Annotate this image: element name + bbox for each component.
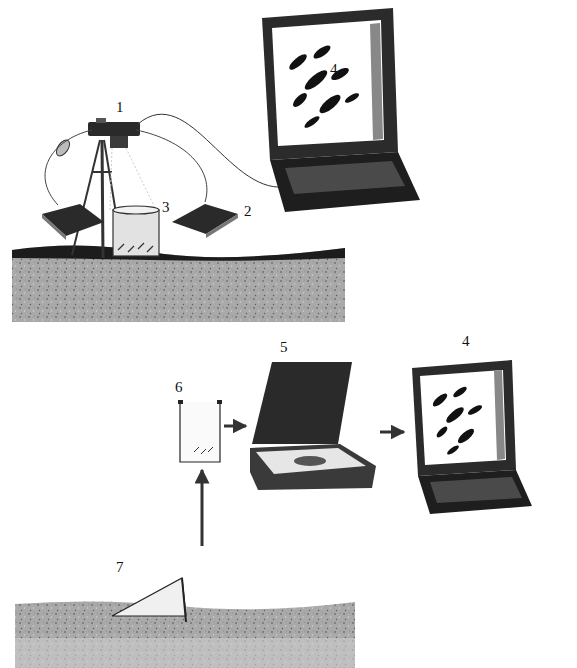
lamp xyxy=(172,204,238,234)
callout-number: 6 xyxy=(175,380,183,395)
flash-bulb xyxy=(54,138,73,158)
screen-blobs xyxy=(431,385,484,456)
laptop-base xyxy=(418,470,532,514)
camera-top xyxy=(96,118,106,123)
view-field xyxy=(110,148,156,210)
lab-setup xyxy=(15,360,532,668)
sampling-cylinder xyxy=(113,210,159,256)
data-cable xyxy=(138,114,290,187)
lamp-wire xyxy=(45,130,92,205)
callout-number: 4 xyxy=(330,62,338,77)
laptop xyxy=(262,8,420,212)
screen-blobs xyxy=(287,43,360,130)
camera-lens xyxy=(110,136,128,148)
soil-corer xyxy=(112,578,186,616)
screen-bar xyxy=(370,23,383,140)
callout-number: 2 xyxy=(244,204,252,219)
camera-body xyxy=(88,122,140,136)
laptop-screen xyxy=(272,20,384,146)
scanner-base xyxy=(250,444,376,490)
callout-number: 1 xyxy=(116,100,124,115)
scanner-lid xyxy=(252,362,352,444)
laptop-screen xyxy=(420,370,506,465)
cylinder-soil xyxy=(118,243,153,252)
flow-arrow xyxy=(201,470,204,546)
laptop-base xyxy=(270,152,420,212)
soil-layer xyxy=(15,638,355,668)
tripod-leg xyxy=(102,140,103,258)
laptop-screen-frame xyxy=(412,360,516,476)
callout-number: 7 xyxy=(116,560,124,575)
lamp-face xyxy=(206,214,238,238)
cylinder-rim xyxy=(113,206,159,214)
lamp xyxy=(42,204,104,236)
container-rim xyxy=(178,400,183,404)
scanned-sample xyxy=(294,456,326,466)
laptop-keyboard xyxy=(430,477,522,503)
scanner-glass xyxy=(256,448,366,474)
lamp-face xyxy=(42,214,66,240)
callout-number: 5 xyxy=(280,340,288,355)
laptop-keyboard xyxy=(285,161,405,194)
laptop-screen-frame xyxy=(262,8,398,160)
callout-number: 3 xyxy=(162,200,170,215)
corer-blade xyxy=(182,578,186,622)
sample-container xyxy=(180,402,220,462)
container-rim xyxy=(217,400,222,404)
flow-arrow xyxy=(224,425,246,428)
soil-surface xyxy=(12,245,345,260)
soil-ground xyxy=(12,245,345,322)
tripod-leg xyxy=(72,140,100,255)
screen-bar xyxy=(494,370,505,460)
lamp-wire xyxy=(136,130,207,202)
flow-arrow xyxy=(380,431,404,434)
callout-number: 4 xyxy=(462,334,470,349)
tripod-brace xyxy=(92,171,112,173)
container-soil xyxy=(194,447,213,454)
